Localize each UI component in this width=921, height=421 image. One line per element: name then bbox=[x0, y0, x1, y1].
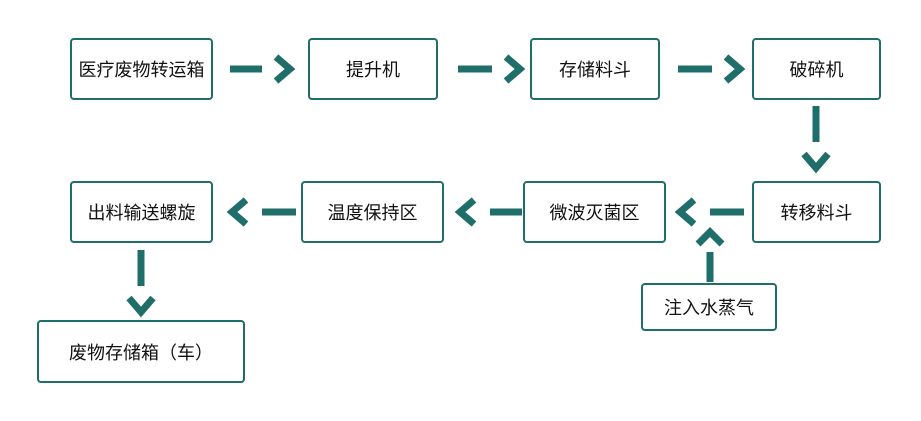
arrow-left-3 bbox=[226, 197, 296, 227]
node-discharge-screw: 出料输送螺旋 bbox=[70, 181, 213, 243]
node-microwave-sterilization: 微波灭菌区 bbox=[523, 181, 666, 243]
arrow-left-2 bbox=[454, 197, 522, 227]
node-lifter: 提升机 bbox=[308, 38, 438, 100]
arrow-left-1 bbox=[674, 197, 744, 227]
arrow-up-steam bbox=[695, 227, 725, 282]
node-temperature-holding: 温度保持区 bbox=[301, 181, 444, 243]
arrow-right-1 bbox=[230, 54, 296, 84]
arrow-right-2 bbox=[458, 54, 526, 84]
node-crusher: 破碎机 bbox=[752, 38, 881, 100]
arrow-down-1 bbox=[801, 106, 831, 174]
node-storage-hopper: 存储料斗 bbox=[530, 38, 660, 100]
node-transfer-hopper: 转移料斗 bbox=[752, 181, 881, 243]
arrow-down-2 bbox=[126, 250, 156, 318]
node-transport-box: 医疗废物转运箱 bbox=[70, 38, 213, 100]
node-waste-storage-bin: 废物存储箱（车） bbox=[37, 320, 245, 383]
node-steam-injection: 注入水蒸气 bbox=[641, 283, 777, 331]
arrow-right-3 bbox=[678, 54, 746, 84]
